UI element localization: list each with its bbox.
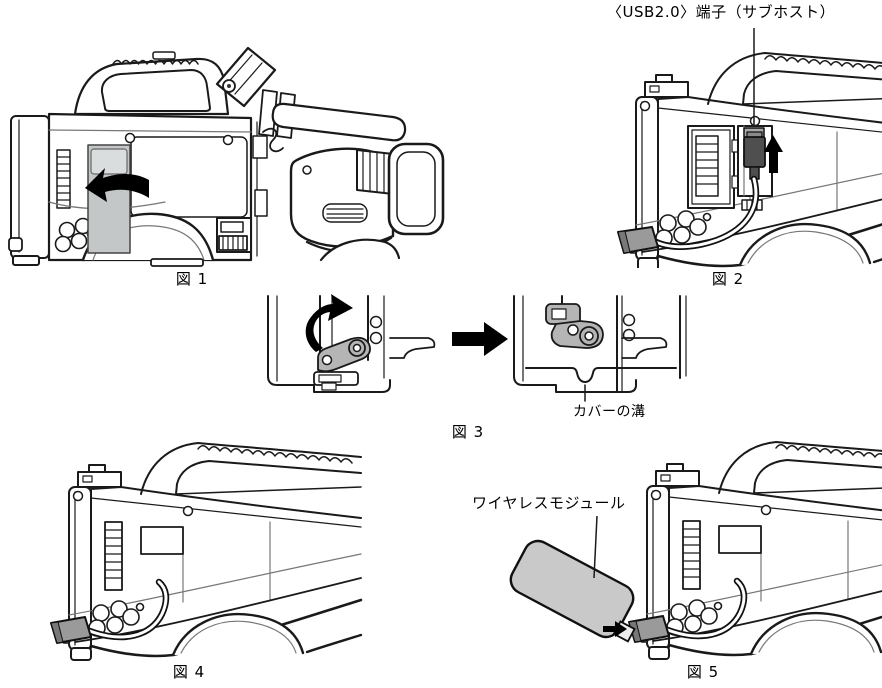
- wireless-module: [509, 539, 636, 643]
- wireless-module-label: ワイヤレスモジュール: [472, 494, 626, 512]
- latch-after-detail: [513, 295, 687, 402]
- figure4-caption: 図 4: [172, 663, 206, 681]
- figure1-camera-full-side-view: [8, 46, 445, 267]
- lens-hood: [387, 142, 445, 236]
- rotate-latch-arrow-icon: [305, 294, 353, 352]
- cover-groove-label: カバーの溝: [573, 404, 646, 420]
- latch-before-detail: [267, 294, 436, 393]
- open-cover-arrow-icon: [85, 168, 149, 202]
- figure5-caption: 図 5: [686, 663, 720, 681]
- connect-right-arrow-icon: [603, 621, 627, 637]
- figure5-wireless-module-connection: [509, 440, 882, 661]
- usb-terminal-label: 〈USB2.0〉端子（サブホスト）: [607, 3, 836, 21]
- figure4-cable-routed: [40, 441, 363, 662]
- insert-up-arrow-icon: [764, 135, 783, 173]
- opened-cover-door: [687, 125, 739, 209]
- figure3-caption: 図 3: [451, 423, 485, 441]
- figure2-usb-plug-insertion: [617, 28, 882, 268]
- next-step-arrow-icon: [452, 322, 508, 356]
- figure3-latch-detail: [267, 294, 687, 402]
- figure1-caption: 図 1: [175, 270, 209, 288]
- figure2-caption: 図 2: [711, 270, 745, 288]
- module-label-leader-line: [593, 515, 598, 579]
- cover-groove: [525, 367, 677, 383]
- microphone: [271, 102, 407, 142]
